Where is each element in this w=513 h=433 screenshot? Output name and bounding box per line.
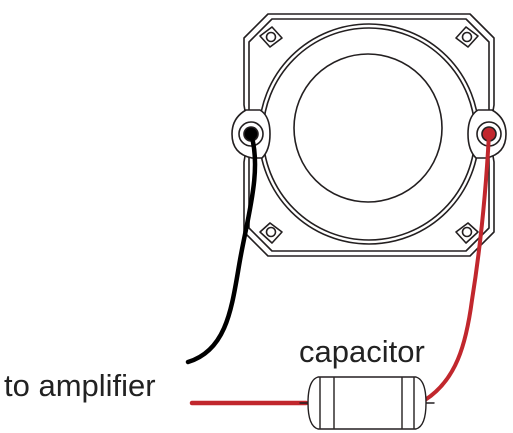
amplifier-label: to amplifier: [4, 368, 156, 403]
mounting-hole-bottom-right: [455, 222, 479, 244]
speaker-dust-cap: [293, 53, 443, 203]
capacitor-component: [299, 376, 435, 430]
positive-wire-upper: [423, 132, 491, 402]
speaker-frame: [243, 13, 495, 257]
negative-wire: [185, 131, 258, 365]
capacitor-label: capacitor: [299, 334, 425, 369]
mounting-hole-top-right: [455, 26, 479, 48]
speaker-driver: [231, 13, 507, 257]
mounting-hole-bottom-left: [259, 222, 283, 244]
capacitor-body: [307, 376, 427, 430]
mounting-hole-top-left: [259, 26, 283, 48]
speaker-cone-rim: [258, 23, 480, 245]
speaker-frame-inner: [248, 18, 490, 252]
